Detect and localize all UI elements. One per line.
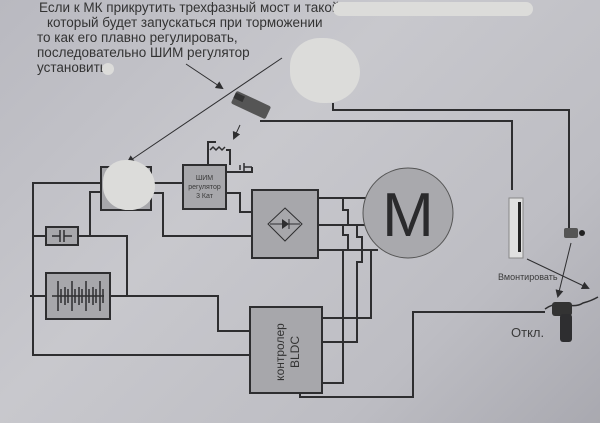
- redaction-blob-module: [290, 38, 360, 103]
- wire-pot-right: [226, 149, 231, 165]
- annotation-text: Если к МК прикрутить трехфазный мост и т…: [33, 0, 453, 75]
- pwm-regulator-box: ШИМ регулятор 3 Кат: [182, 164, 227, 210]
- wire-top-outer: [332, 103, 570, 228]
- annotation-line-2: который будет запускаться при торможении: [47, 15, 323, 30]
- battery-pack: [45, 272, 111, 320]
- annotation-line-1: Если к МК прикрутить трехфазный мост и т…: [39, 0, 340, 15]
- wire-mk-cap: [89, 191, 101, 236]
- wire-controller-switch: [299, 311, 545, 398]
- phase-bus-2: [322, 225, 363, 343]
- arrow-to-module: [185, 63, 224, 90]
- off-label: Откл.: [511, 325, 545, 340]
- wire-left-outer: [32, 182, 250, 356]
- redaction-blob-mk: [103, 160, 155, 210]
- wire-pwm-battery: [226, 167, 253, 173]
- motor: M: [362, 167, 454, 259]
- capacitor: [45, 226, 79, 246]
- phase-bus-1: [322, 198, 349, 384]
- pwm-label-2: регулятор: [188, 184, 221, 191]
- controller-label-1: контролер: [273, 323, 287, 381]
- pot-zigzag: [209, 145, 226, 152]
- brake-lever-switch: [544, 296, 599, 342]
- throttle-sensor: [508, 197, 524, 259]
- annotation-line-4: последовательно ШИМ регулятор: [37, 45, 250, 60]
- wire-top-inner: [260, 120, 513, 190]
- three-phase-bridge: [251, 189, 319, 259]
- controller-label-2: BLDC: [288, 336, 302, 368]
- wires: [30, 57, 590, 398]
- pwm-module-photo: [231, 91, 271, 119]
- arrow-brake: [555, 242, 572, 298]
- arrow-module-down: [232, 124, 241, 140]
- wire-cap-right: [78, 235, 128, 296]
- wire-mk-bridge-low: [148, 192, 252, 237]
- arrow-throttle: [526, 258, 590, 290]
- annotation-line-3: то как его плавно регулировать,: [37, 30, 238, 45]
- pwm-label-3: 3 Кат: [196, 193, 214, 200]
- arrow-to-mk: [126, 57, 283, 164]
- wire-pwm-bridge: [226, 192, 252, 213]
- wire-pot: [207, 141, 216, 165]
- redaction-blob-text: [102, 63, 114, 75]
- bldc-controller: контролер BLDC: [249, 306, 323, 394]
- brake-sensor-icon: [564, 228, 585, 238]
- pwm-label-1: ШИМ: [196, 175, 213, 182]
- redaction-blob-top: [333, 2, 533, 16]
- annotation-line-5: установить.: [37, 60, 111, 75]
- motor-label: M: [382, 181, 434, 250]
- diode-icon: [282, 219, 289, 229]
- small-battery-symbol: [239, 163, 252, 172]
- mount-label: Вмонтировать: [498, 272, 558, 282]
- wire-batt-right: [110, 295, 250, 332]
- phase-bus-3: [322, 250, 372, 319]
